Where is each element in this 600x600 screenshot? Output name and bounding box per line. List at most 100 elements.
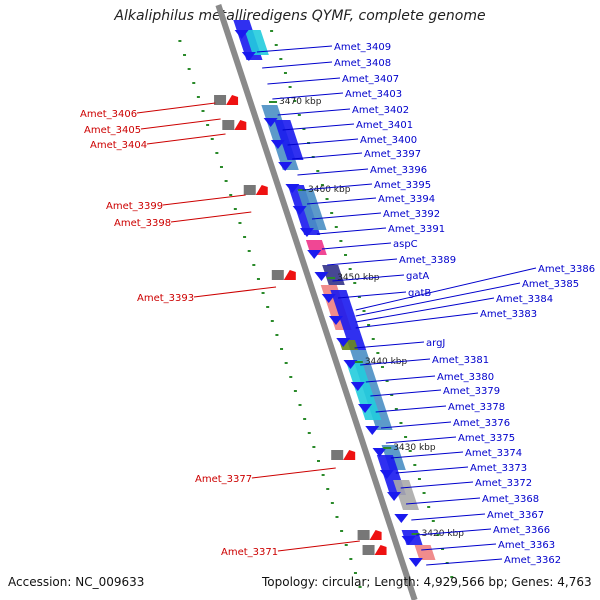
- gene-arrow: [401, 536, 416, 545]
- gene-arrow: [372, 448, 387, 457]
- label-leader-line: [136, 102, 216, 114]
- map-title: Alkaliphilus metalliredigens QYMF, compl…: [114, 8, 486, 24]
- gene-label-right: Amet_3376: [453, 418, 510, 429]
- scale-tick-label: 3430 kbp: [393, 443, 436, 453]
- gene-label-right: Amet_3362: [504, 555, 561, 566]
- gene-arrow: [350, 382, 365, 391]
- label-leader-line: [370, 389, 442, 397]
- gene-arrow-red: [226, 95, 239, 105]
- gene-arrow: [358, 404, 373, 413]
- gene-box-grey: [357, 530, 370, 540]
- label-leader-line: [162, 194, 246, 206]
- right-tick-mark: [283, 72, 287, 74]
- left-tick-mark: [289, 376, 293, 378]
- label-leader-line: [390, 451, 464, 459]
- gene-block: [414, 545, 436, 560]
- right-tick-mark: [357, 296, 361, 298]
- gene-label-right: Amet_3380: [437, 372, 494, 383]
- label-leader-line: [355, 267, 537, 311]
- gene-label-right: Amet_3403: [345, 89, 402, 100]
- right-tick-mark: [404, 436, 408, 438]
- gene-block: [330, 290, 367, 350]
- right-tick-mark: [390, 394, 394, 396]
- right-tick-mark: [376, 352, 380, 354]
- scale-tick: [269, 101, 278, 103]
- gene-label-right: Amet_3392: [383, 209, 440, 220]
- scale-tick: [298, 189, 307, 191]
- scale-tick: [411, 533, 420, 535]
- left-tick-mark: [344, 544, 348, 546]
- right-tick-mark: [316, 170, 320, 172]
- left-tick-mark: [330, 502, 334, 504]
- gene-block: [297, 190, 327, 230]
- gene-label-right: Amet_3381: [432, 355, 489, 366]
- gene-arrow: [292, 206, 307, 215]
- gene-label-right: Amet_3400: [360, 135, 417, 146]
- backbone-line: [215, 4, 418, 600]
- gene-block: [393, 480, 419, 510]
- right-tick-mark: [408, 450, 412, 452]
- right-tick-mark: [302, 128, 306, 130]
- label-leader-line: [405, 497, 481, 505]
- gene-label-left: Amet_3399: [106, 201, 163, 212]
- label-leader-line: [416, 528, 492, 536]
- gene-label-right: Amet_3407: [342, 74, 399, 85]
- gene-box-grey: [271, 270, 284, 280]
- gene-label-far-right: Amet_3384: [496, 294, 553, 305]
- gene-label-right: Amet_3373: [470, 463, 527, 474]
- left-tick-mark: [256, 278, 260, 280]
- left-tick-mark: [307, 432, 311, 434]
- gene-box-grey: [222, 120, 235, 130]
- right-tick-mark: [279, 58, 283, 60]
- right-tick-mark: [417, 478, 421, 480]
- gene-block: [274, 120, 304, 160]
- scale-tick-label: 3440 kbp: [365, 357, 408, 367]
- gene-arrow: [278, 162, 293, 171]
- gene-label-right: Amet_3389: [399, 255, 456, 266]
- scale-tick-label: 3460 kbp: [308, 185, 351, 195]
- left-tick-mark: [312, 446, 316, 448]
- right-tick-mark: [330, 212, 334, 214]
- label-leader-line: [316, 227, 387, 235]
- right-tick-mark: [339, 240, 343, 242]
- gene-arrow: [307, 250, 322, 259]
- gene-arrow: [263, 118, 278, 127]
- right-tick-mark: [320, 184, 324, 186]
- left-tick-mark: [183, 54, 187, 56]
- gene-arrow: [270, 140, 285, 149]
- left-tick-mark: [298, 404, 302, 406]
- left-tick-mark: [187, 68, 191, 70]
- gene-label-right: Amet_3372: [475, 478, 532, 489]
- gene-arrow: [343, 360, 358, 369]
- left-tick-mark: [349, 558, 353, 560]
- right-tick-mark: [270, 30, 274, 32]
- left-tick-mark: [215, 152, 219, 154]
- gene-label-left: Amet_3404: [90, 140, 147, 151]
- label-leader-line: [282, 123, 355, 131]
- label-leader-line: [262, 61, 333, 69]
- right-tick-mark: [325, 198, 329, 200]
- label-leader-line: [360, 358, 431, 366]
- gene-arrow-red: [374, 545, 387, 555]
- right-tick-mark: [362, 310, 366, 312]
- left-tick-mark: [321, 474, 325, 476]
- gene-label-right: Amet_3375: [458, 433, 515, 444]
- gene-box-grey: [331, 450, 344, 460]
- gene-label-right: Amet_3368: [482, 494, 539, 505]
- gene-box-grey: [362, 545, 375, 555]
- label-leader-line: [375, 405, 447, 413]
- label-leader-line: [287, 138, 359, 146]
- label-leader-line: [385, 436, 457, 444]
- right-tick-mark: [288, 86, 292, 88]
- left-tick-mark: [270, 320, 274, 322]
- label-leader-line: [327, 258, 398, 266]
- right-tick-mark: [380, 366, 384, 368]
- label-leader-line: [355, 282, 521, 317]
- right-tick-mark: [436, 534, 440, 536]
- left-tick-mark: [358, 586, 362, 588]
- gene-arrow-red: [234, 120, 247, 130]
- gene-arrow: [336, 338, 351, 347]
- label-leader-line: [338, 291, 407, 299]
